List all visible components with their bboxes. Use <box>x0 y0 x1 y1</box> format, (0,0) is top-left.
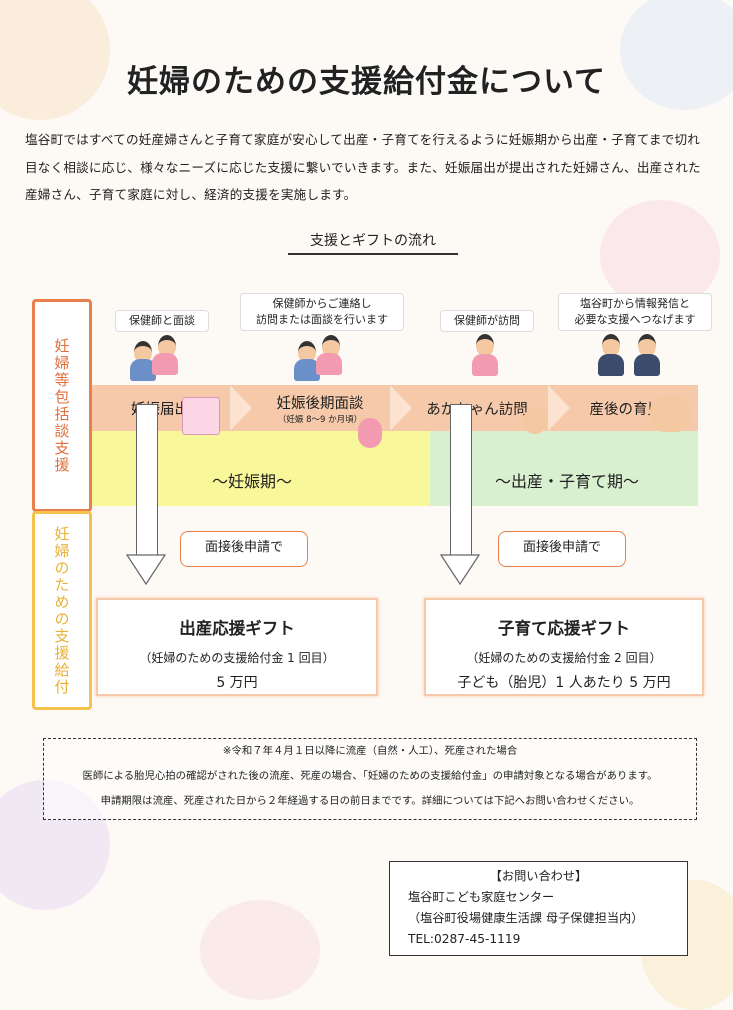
visiting-nurse-icon <box>464 334 510 380</box>
interview-illustration-icon <box>294 335 342 381</box>
side-label-benefit: 妊婦のための支援給付 <box>32 511 92 710</box>
mother-child-handbook-icon <box>182 397 220 435</box>
down-arrow-icon <box>126 404 166 586</box>
flow-heading: 支援とギフトの流れ <box>288 230 458 255</box>
contact-title: 【お問い合わせ】 <box>489 869 588 883</box>
childcare-period-label: ～出産・子育て期～ <box>495 472 640 491</box>
pregnancy-period-label: ～妊娠期～ <box>212 472 293 491</box>
notice-box: ※令和７年４月１日以降に流産（自然・人工）、死産された場合 医師による胎児心拍の… <box>43 738 697 820</box>
apply-after-interview-bubble: 面接後申請で <box>180 531 308 567</box>
page-title: 妊婦のための支援給付金について <box>126 64 607 100</box>
stage-chevron <box>390 385 412 431</box>
contact-organization: 塩谷町こども家庭センター <box>408 890 555 904</box>
apply-after-interview-bubble: 面接後申請で <box>498 531 626 567</box>
stage-label: 妊娠後期面談 <box>276 395 364 412</box>
down-arrow-icon <box>440 404 480 586</box>
mother-baby-icon <box>523 408 547 434</box>
notice-line: 医師による胎児心拍の確認がされた後の流産、死産の場合、「妊婦のための支援給付金」… <box>82 770 658 782</box>
callout-interview: 保健師と面談 <box>115 310 209 332</box>
gift-subtitle: （妊婦のための支援給付金 1 回目） <box>139 651 335 665</box>
gift-amount: 5 万円 <box>216 675 258 691</box>
contact-department: （塩谷町役場健康生活課 母子保健担当内） <box>408 911 644 925</box>
pregnant-woman-icon <box>358 418 382 448</box>
childcare-period-band <box>430 431 698 506</box>
family-icon <box>650 396 690 432</box>
stage-sublabel: （妊娠 8～9 か月頃） <box>277 414 363 425</box>
callout-nurse-visit: 保健師が訪問 <box>440 310 534 332</box>
birth-support-gift-box: 出産応援ギフト （妊婦のための支援給付金 1 回目） 5 万円 <box>96 598 378 696</box>
gift-title: 子育て応援ギフト <box>498 619 630 638</box>
contact-phone[interactable]: TEL:0287-45-1119 <box>408 932 521 946</box>
flower-decoration <box>200 900 320 1000</box>
gift-amount: 子ども（胎児）1 人あたり 5 万円 <box>457 675 671 691</box>
flower-decoration <box>600 200 720 310</box>
contact-box: 【お問い合わせ】 塩谷町こども家庭センター （塩谷町役場健康生活課 母子保健担当… <box>389 861 688 956</box>
stage-chevron <box>548 385 570 431</box>
stage-late-pregnancy-interview: 妊娠後期面談 （妊娠 8～9 か月頃） <box>250 385 390 431</box>
childcare-support-gift-box: 子育て応援ギフト （妊婦のための支援給付金 2 回目） 子ども（胎児）1 人あた… <box>424 598 704 696</box>
gift-subtitle: （妊婦のための支援給付金 2 回目） <box>466 651 662 665</box>
notice-line: 申請期限は流産、死産された日から２年経過する日の前日までです。詳細については下記… <box>100 795 640 807</box>
stage-chevron <box>230 385 252 431</box>
side-label-consultation: 妊婦等包括談支援 <box>32 299 92 512</box>
interview-illustration-icon <box>130 335 178 381</box>
flower-decoration <box>620 0 733 110</box>
staff-info-icon <box>598 334 664 380</box>
notice-line: ※令和７年４月１日以降に流産（自然・人工）、死産された場合 <box>222 745 518 757</box>
callout-contact-visit: 保健師からご連絡し 訪問または面談を行います <box>240 293 404 331</box>
callout-info-support: 塩谷町から情報発信と 必要な支援へつなげます <box>558 293 712 331</box>
intro-text: 塩谷町ではすべての妊産婦さんと子育て家庭が安心して出産・子育てを行えるように妊娠… <box>25 132 701 202</box>
gift-title: 出産応援ギフト <box>179 619 295 638</box>
